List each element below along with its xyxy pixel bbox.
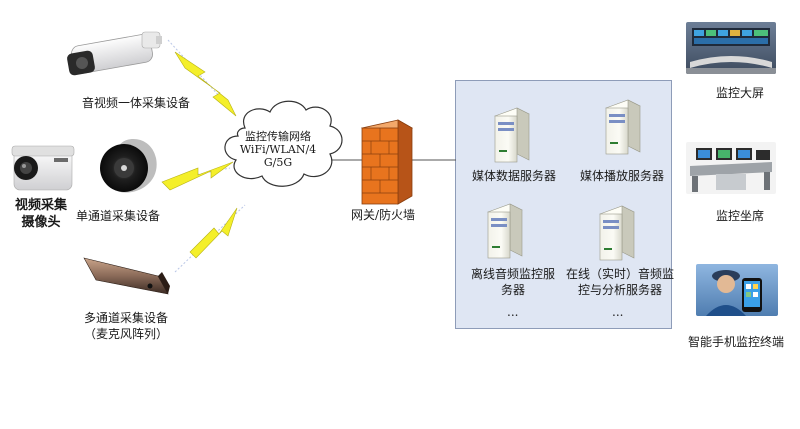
offline-server-label-line2: 务器	[500, 283, 525, 297]
monitor-desk-label: 监控坐席	[716, 209, 765, 223]
lightning-bolt-bottom-icon	[189, 207, 238, 259]
single-channel-device-icon	[100, 138, 157, 193]
media-play-server-icon	[605, 99, 641, 155]
mobile-user-image	[696, 264, 778, 316]
cloud-label-line3: G/5G	[263, 156, 293, 169]
ellipsis-right: ...	[612, 305, 624, 319]
offline-server-label-line1: 离线音频监控服	[470, 267, 555, 281]
server-icons	[487, 99, 641, 261]
small-camera-label-line1: 视频采集	[14, 198, 67, 213]
single-channel-label: 单通道采集设备	[76, 209, 161, 223]
lightning-bolt-middle-icon	[161, 161, 234, 191]
mobile-terminal-label: 智能手机监控终端	[688, 335, 785, 349]
small-camera-label: 视频采集 摄像头	[6, 197, 76, 231]
multi-channel-label: 多通道采集设备 （麦克风阵列）	[74, 310, 178, 342]
firewall-icon	[360, 119, 414, 205]
multi-channel-label-line2: （麦克风阵列）	[83, 327, 168, 341]
small-camera-label-line2: 摄像头	[21, 215, 61, 230]
firewall-label: 网关/防火墙	[351, 208, 416, 222]
media-data-server-label: 媒体数据服务器	[472, 169, 557, 183]
monitor-desk-image	[686, 142, 776, 194]
lightning-icons	[161, 51, 238, 259]
online-server-label-line2: 控与分析服务器	[577, 283, 662, 297]
offline-audio-server-label: 离线音频监控服 务器	[463, 266, 563, 298]
media-play-server-label: 媒体播放服务器	[580, 169, 665, 183]
microphone-array-icon	[83, 257, 170, 295]
media-data-server-icon	[494, 107, 530, 163]
lightning-bolt-top-icon	[174, 51, 237, 117]
big-screen-label: 监控大屏	[716, 86, 765, 100]
bullet-camera-icon	[67, 31, 162, 76]
small-camera-icon	[11, 145, 75, 191]
network-cloud-icon	[224, 100, 343, 187]
network-cloud-label: 监控传输网络 WiFi/WLAN/4 G/5G	[228, 130, 328, 169]
bullet-camera-label: 音视频一体采集设备	[82, 96, 191, 110]
monitor-wall-image	[686, 22, 776, 74]
cloud-label-line1: 监控传输网络	[245, 130, 311, 143]
online-server-label-line1: 在线（实时）音频监	[566, 267, 675, 281]
ellipsis-left: ...	[507, 305, 519, 319]
online-analysis-server-label: 在线（实时）音频监 控与分析服务器	[566, 266, 674, 298]
offline-audio-server-icon	[487, 203, 523, 259]
multi-channel-label-line1: 多通道采集设备	[83, 311, 168, 325]
cloud-label-line2: WiFi/WLAN/4	[239, 143, 317, 156]
online-analysis-server-icon	[599, 205, 635, 261]
